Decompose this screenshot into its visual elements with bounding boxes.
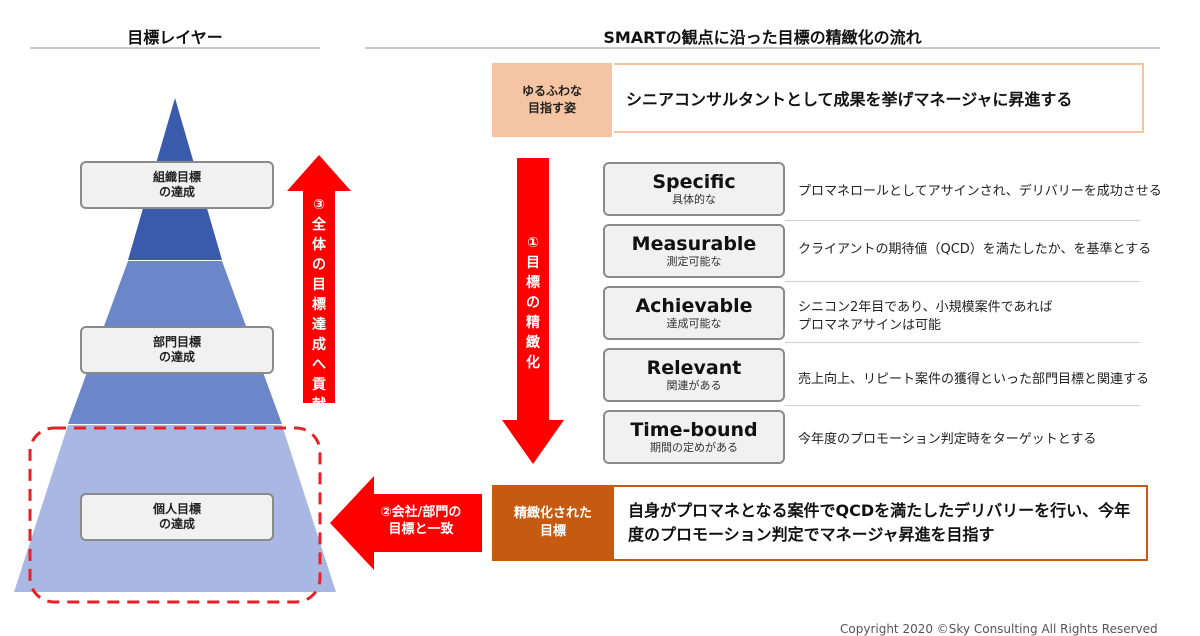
refine-label: 目標の精緻化	[526, 255, 540, 371]
refine-number: ①	[527, 235, 539, 251]
smart-timebound-sub: 期間の定めがある	[650, 441, 738, 454]
refined-goal-label: 精緻化された 目標	[492, 485, 614, 561]
contribution-label: 全体の目標達成へ貢献	[312, 217, 326, 413]
smart-relevant-box: Relevant 関連がある	[603, 348, 785, 402]
dept-goal-box: 部門目標 の達成	[80, 326, 274, 374]
smart-timebound-desc: 今年度のプロモーション判定時をターゲットとする	[798, 432, 1097, 447]
left-header: 目標レイヤー	[127, 28, 223, 47]
refine-arrow	[502, 158, 564, 464]
align-arrow	[330, 476, 482, 570]
smart-measurable-sub: 測定可能な	[666, 255, 722, 268]
smart-separator	[785, 220, 1140, 221]
refined-goal-text: 自身がプロマネとなる案件でQCDを満たしたデリバリーを行い、今年度のプロモーショ…	[614, 485, 1148, 561]
smart-relevant-sub: 関連がある	[666, 379, 722, 392]
smart-measurable-box: Measurable 測定可能な	[603, 224, 785, 278]
smart-achievable-title: Achievable	[635, 295, 753, 317]
smart-timebound-title: Time-bound	[630, 419, 758, 441]
smart-specific-sub: 具体的な	[672, 193, 716, 206]
contribution-arrow	[287, 155, 351, 403]
right-header: SMARTの観点に沿った目標の精緻化の流れ	[603, 28, 922, 47]
smart-separator	[785, 405, 1140, 406]
smart-specific-box: Specific 具体的な	[603, 162, 785, 216]
left-header-rule	[30, 47, 320, 49]
smart-achievable-desc: シニコン2年目であり、小規模案件であれば プロマネアサインは可能	[798, 300, 1053, 333]
org-goal-box: 組織目標 の達成	[80, 161, 274, 209]
personal-goal-box: 個人目標 の達成	[80, 493, 274, 541]
smart-achievable-sub: 達成可能な	[666, 317, 722, 330]
vague-goal-label: ゆるふわな 目指す姿	[492, 63, 612, 137]
align-label: ②会社/部門の 目標と一致	[380, 505, 462, 537]
smart-separator	[785, 342, 1140, 343]
smart-relevant-title: Relevant	[646, 357, 742, 379]
vague-goal-text: シニアコンサルタントとして成果を挙げマネージャに昇進する	[614, 63, 1144, 133]
smart-measurable-desc: クライアントの期待値（QCD）を満たしたか、を基準とする	[798, 242, 1152, 257]
right-header-rule	[365, 47, 1160, 49]
smart-achievable-box: Achievable 達成可能な	[603, 286, 785, 340]
smart-relevant-desc: 売上向上、リピート案件の獲得といった部門目標と関連する	[798, 372, 1150, 387]
smart-specific-desc: プロマネロールとしてアサインされ、デリバリーを成功させる	[798, 184, 1162, 199]
copyright-footer: Copyright 2020 ©Sky Consulting All Right…	[840, 622, 1158, 636]
smart-specific-title: Specific	[652, 171, 736, 193]
smart-measurable-title: Measurable	[631, 233, 757, 255]
contribution-number: ③	[313, 197, 325, 213]
smart-separator	[785, 281, 1140, 282]
smart-timebound-box: Time-bound 期間の定めがある	[603, 410, 785, 464]
personal-goal-highlight	[28, 426, 322, 604]
